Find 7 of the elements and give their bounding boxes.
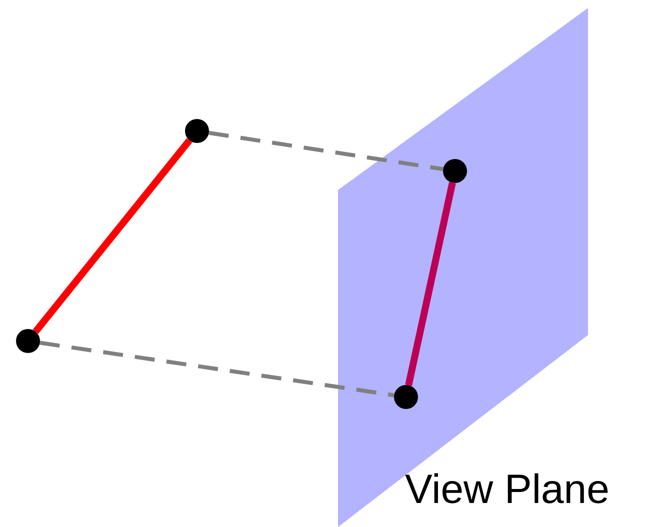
point-marker <box>16 329 40 353</box>
projection-line <box>208 130 444 172</box>
line-segment <box>32 138 192 334</box>
line-segment <box>405 182 456 386</box>
plane-label: View Plane <box>405 466 610 513</box>
projection-line <box>40 340 394 398</box>
point-marker <box>185 119 209 143</box>
